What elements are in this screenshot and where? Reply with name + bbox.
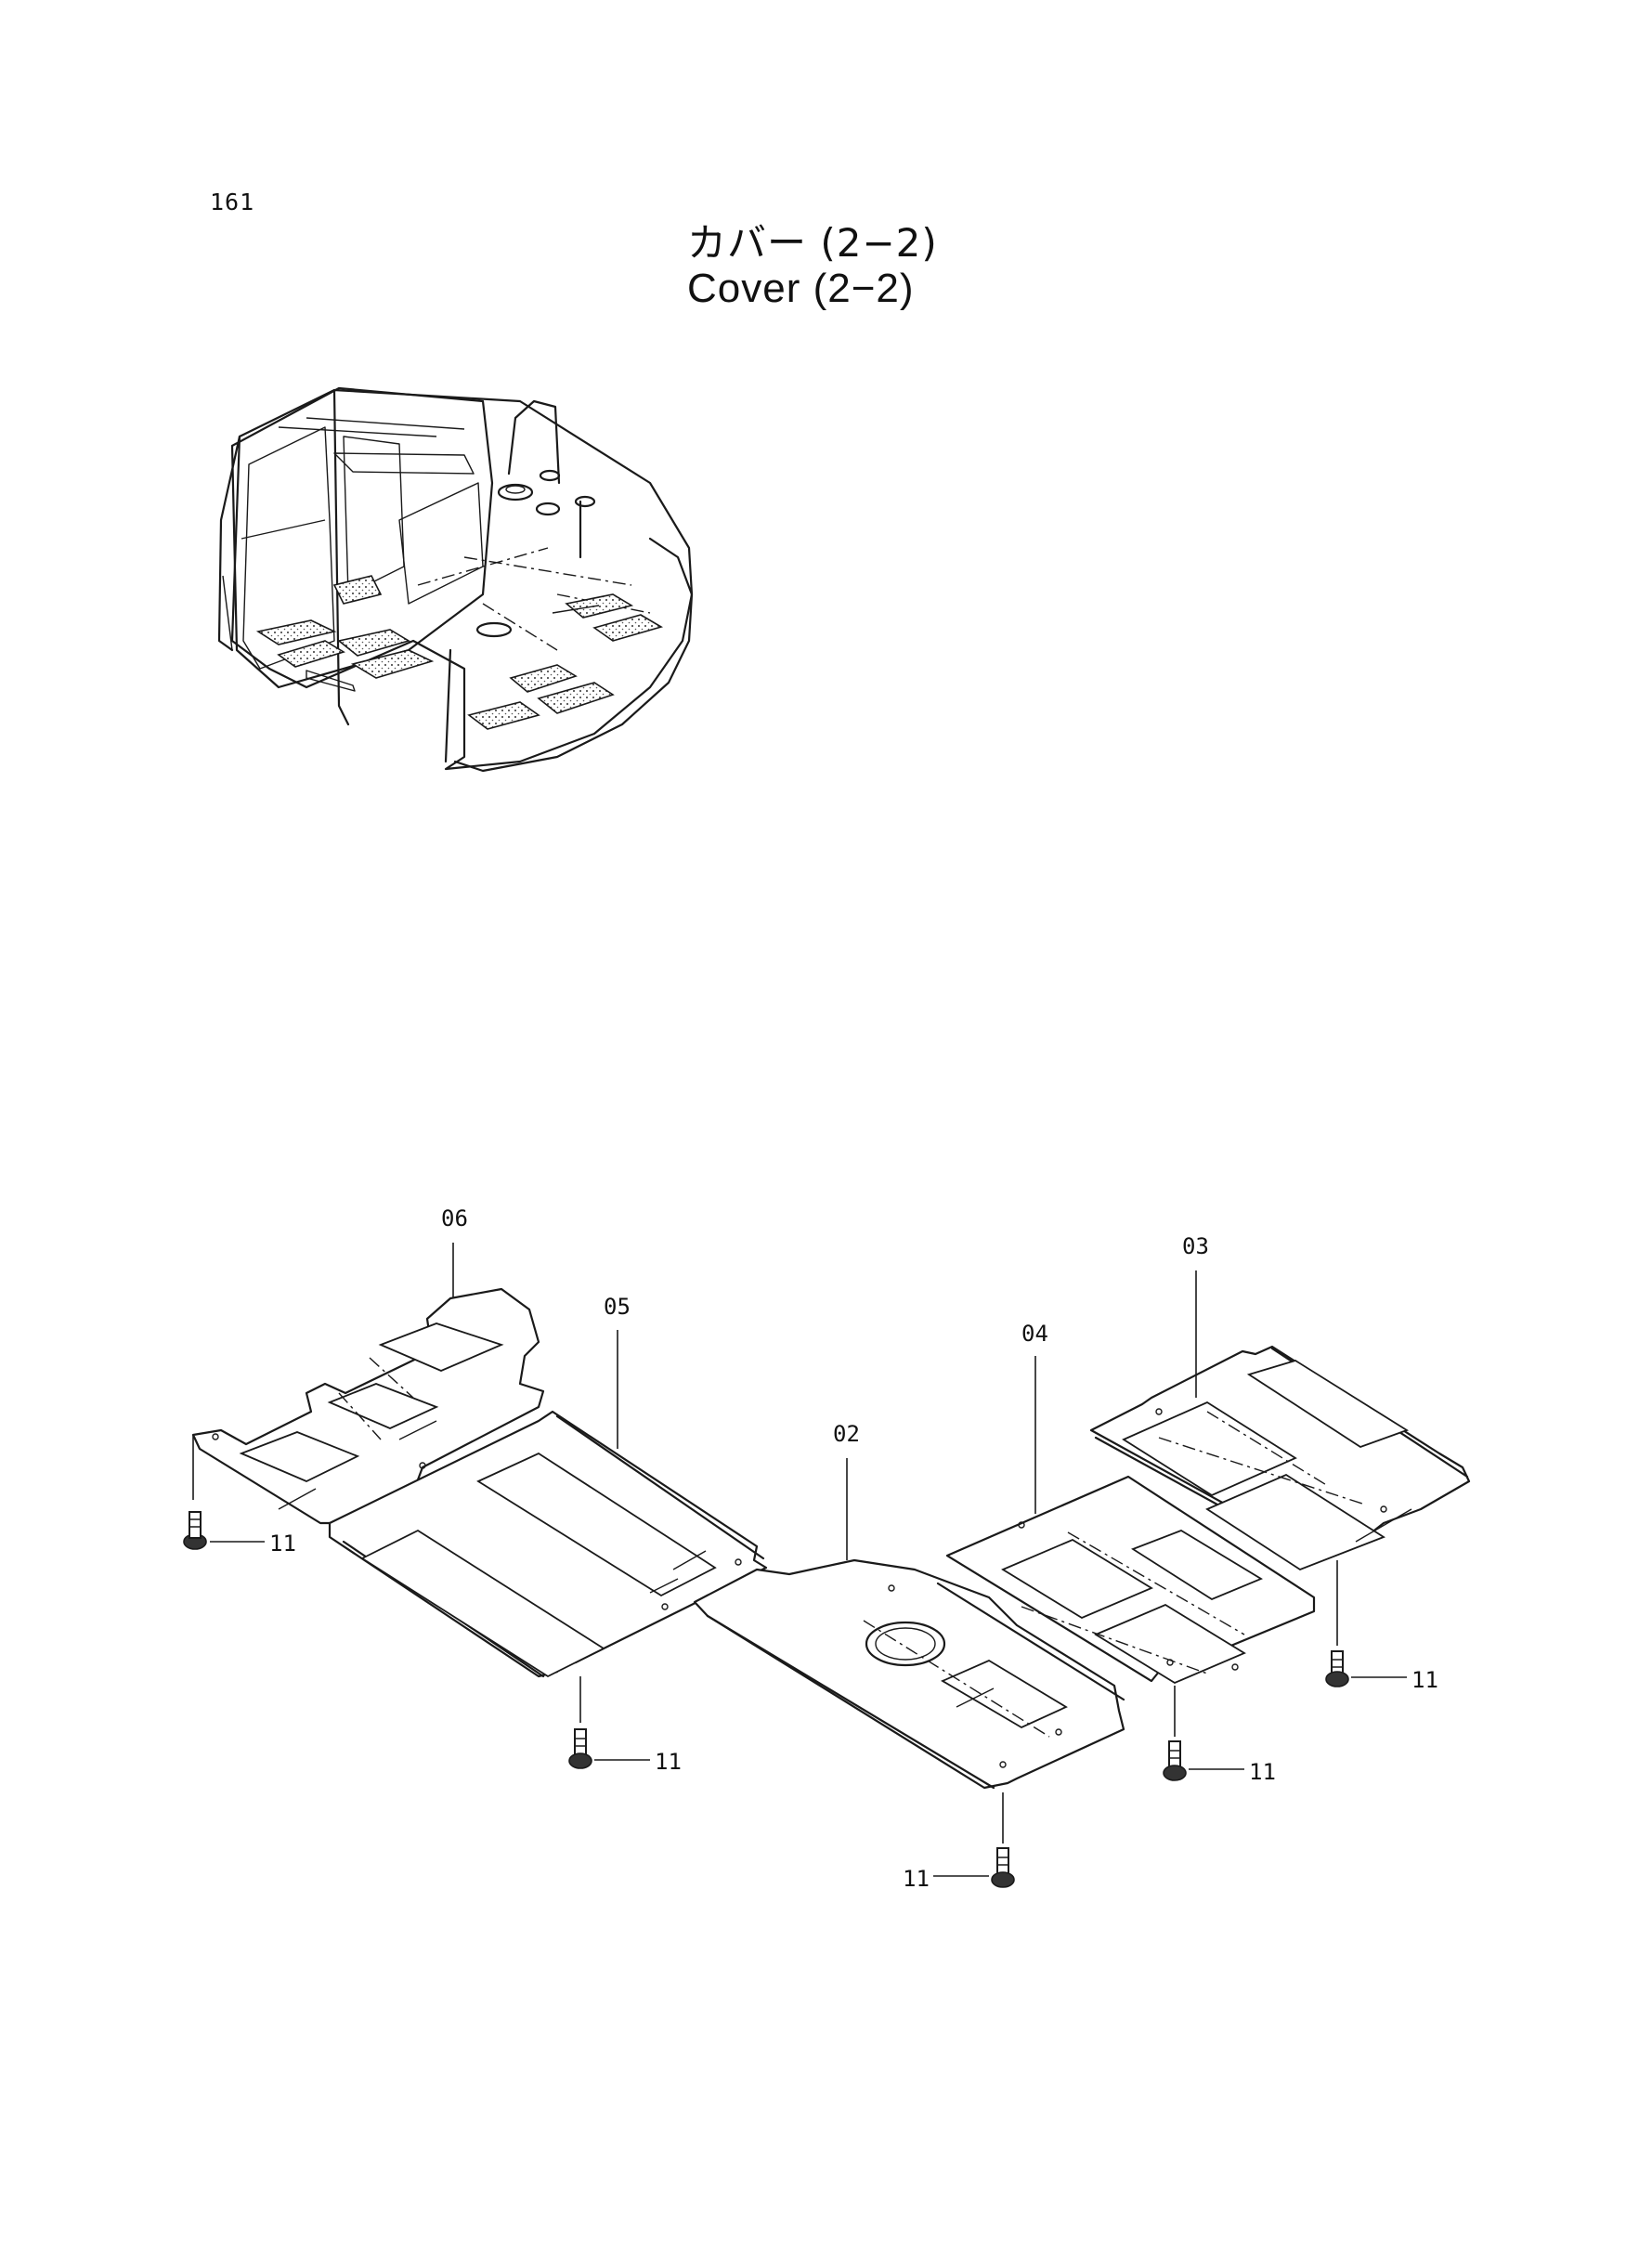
bolt-label-11-right: 11 <box>1411 1667 1438 1693</box>
page-title: カバー (2−2) Cover (2−2) <box>687 220 1059 313</box>
part-label-02: 02 <box>833 1421 860 1447</box>
page-title-japanese: カバー (2−2) <box>687 220 938 266</box>
part-label-04: 04 <box>1021 1321 1048 1347</box>
bolt-label-11-center-right: 11 <box>1249 1759 1276 1785</box>
part-label-05: 05 <box>604 1294 631 1320</box>
bolt-11-center-left: 11 <box>568 1676 682 1775</box>
bolt-11-center-right: 11 <box>1163 1686 1276 1785</box>
part-05-floor-cover: 05 <box>328 1294 768 1678</box>
bolt-label-11-left: 11 <box>269 1531 296 1557</box>
bolt-11-left: 11 <box>183 1435 296 1557</box>
part-02-floor-cover: 02 <box>693 1421 1125 1790</box>
page-title-english: Cover (2−2) <box>687 266 915 312</box>
bolt-label-11-center: 11 <box>903 1866 930 1892</box>
part-04-floor-cover: 04 <box>945 1321 1316 1685</box>
part-label-03: 03 <box>1182 1233 1209 1259</box>
excavator-overview-illustration <box>217 386 694 773</box>
bolt-label-11-center-left: 11 <box>655 1749 682 1775</box>
part-06-floor-cover: 06 <box>191 1205 545 1525</box>
page-number: 161 <box>210 189 255 215</box>
part-03-floor-cover: 03 <box>1089 1233 1471 1571</box>
part-label-06: 06 <box>441 1205 468 1231</box>
bolt-11-center: 11 <box>903 1792 1015 1892</box>
bolt-11-right: 11 <box>1325 1560 1438 1693</box>
